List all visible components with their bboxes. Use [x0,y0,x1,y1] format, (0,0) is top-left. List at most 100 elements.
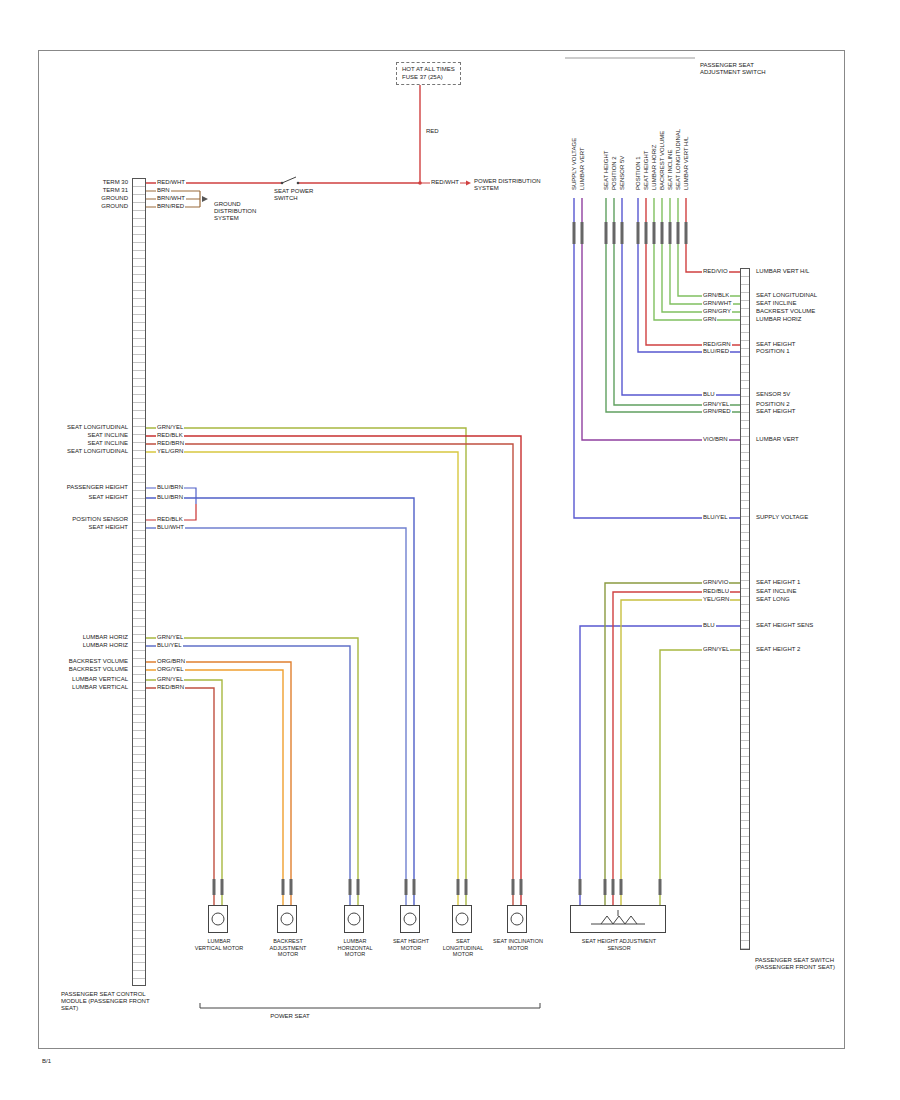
wire [660,650,740,905]
wire-color: BLU/WHT [156,524,185,531]
circuit-label: SEAT INCLINE [756,300,796,307]
motor-symbol: SEAT HEIGHT MOTOR [400,905,420,933]
wire [146,688,214,905]
motor-outline [401,906,419,932]
circuit-label: SEAT INCLINE [58,440,128,447]
control-module: PASSENGER SEAT CONTROL MODULE (PASSENGER… [132,178,146,986]
pin-name: SEAT INCLINE [667,150,674,190]
wire-color: RED/BLK [156,432,184,439]
sensor-symbol: SEAT HEIGHT ADJUSTMENT SENSOR [570,905,666,933]
connector-mark [604,879,607,895]
wire-color: RED/BRN [156,684,185,691]
wire [605,583,740,905]
circuit-label: POSITION 2 [756,401,790,408]
connector-mark [457,879,460,895]
pin-name: SUPPLY VOLTAGE [571,138,578,190]
wire-harness [146,680,222,905]
wire [146,452,458,905]
connector-mark [520,879,523,895]
wire-color: GRN/VIO [702,579,729,586]
wire-color: RED/BLU [702,588,730,595]
wire [146,646,350,905]
circuit-label: SEAT INCLINE [58,432,128,439]
circuit-label: TERM 31 [58,187,128,194]
motor-circle [212,913,224,925]
wire-color: GRN/YEL [156,676,184,683]
connector-mark [349,879,352,895]
wire [580,626,740,905]
wire [146,638,358,905]
circuit-label: SENSOR 5V [756,391,790,398]
circuit-label: LUMBAR VERT H/L [756,268,809,275]
wire-harness [146,428,466,905]
wire-color: RED/BLK [156,516,184,523]
wire-color: BLU/RED [702,348,730,355]
circuit-label: GROUND [58,203,128,210]
wire-color: GRN/YEL [156,424,184,431]
wire [146,85,420,183]
wire-color: GRN/RED [702,408,732,415]
circuit-label: POSITION SENSOR [58,516,128,523]
motor-circle [281,913,293,925]
wire-color: BRN/WHT [156,195,186,202]
circuit-label: LUMBAR VERT [756,436,799,443]
wire-color: YEL/GRN [156,448,184,455]
circuit-label: SEAT HEIGHT SENS [756,622,813,629]
connector-mark [357,879,360,895]
connector-mark [413,879,416,895]
motor-outline [345,906,363,932]
motor-circle [456,913,468,925]
circuit-label: SEAT LONGITUDINAL [58,424,128,431]
wire-color: BLU/YEL [156,642,183,649]
motor-outline [453,906,471,932]
circuit-label: LUMBAR HORIZ [756,316,801,323]
fuse-rating: FUSE 37 (25A) [402,74,455,82]
pin-name: LUMBAR HORIZ [651,145,658,190]
wire-color: GRN/YEL [702,646,730,653]
component-name: SEAT LONGITUDINAL MOTOR [438,938,488,958]
wire-color: GRN/WHT [702,300,733,307]
group-bracket [200,1003,540,1008]
page-frame [39,51,845,1049]
motor-outline [278,906,296,932]
wire-color: RED/BRN [156,440,185,447]
wire [146,498,414,905]
circuit-label: SEAT HEIGHT [58,524,128,531]
component-name: SEAT HEIGHT ADJUSTMENT SENSOR [571,938,667,951]
component-name: PASSENGER SEAT CONTROL MODULE (PASSENGER… [61,991,161,1013]
component-name: PASSENGER SEAT SWITCH (PASSENGER FRONT S… [755,957,835,971]
wire-color: GRN/BLK [702,292,730,299]
connector-mark [465,879,468,895]
heading-rule [565,58,695,59]
wire-color: BLU [702,391,716,398]
circuit-label: BACKREST VOLUME [58,658,128,665]
component-name: BACKREST ADJUSTMENT MOTOR [263,938,313,958]
connector-mark [213,879,216,895]
circuit-label: SUPPLY VOLTAGE [756,514,808,521]
wire-harness [146,85,420,183]
wire-color: BRN [156,187,171,194]
circuit-label: SEAT LONGITUDINAL [756,292,817,299]
connector-mark [579,879,582,895]
component-name: SEAT HEIGHT MOTOR [386,938,436,951]
sensor-outline [571,906,665,932]
circuit-label: SEAT HEIGHT 1 [756,579,800,586]
circuit-label: BACKREST VOLUME [756,308,815,315]
circuit-label: SEAT LONG [756,596,790,603]
wire-color: ORG/YEL [156,666,185,673]
wire [146,436,521,905]
motor-outline [508,906,526,932]
splice-dot [418,181,422,185]
circuit-label: SEAT HEIGHT [58,494,128,501]
pin-name: POSITION 2 [611,156,618,190]
connector-marks [574,222,686,244]
fuse-title: HOT AT ALL TIMES [402,66,455,74]
motor-circle [404,913,416,925]
wire-color: GRN/YEL [156,634,184,641]
motor-symbol: LUMBAR HORIZONTAL MOTOR [344,905,364,933]
connector-mark [221,879,224,895]
ground-arrow [202,196,208,202]
wire-color: YEL/GRN [702,596,730,603]
wire-color: GRN [702,316,717,323]
